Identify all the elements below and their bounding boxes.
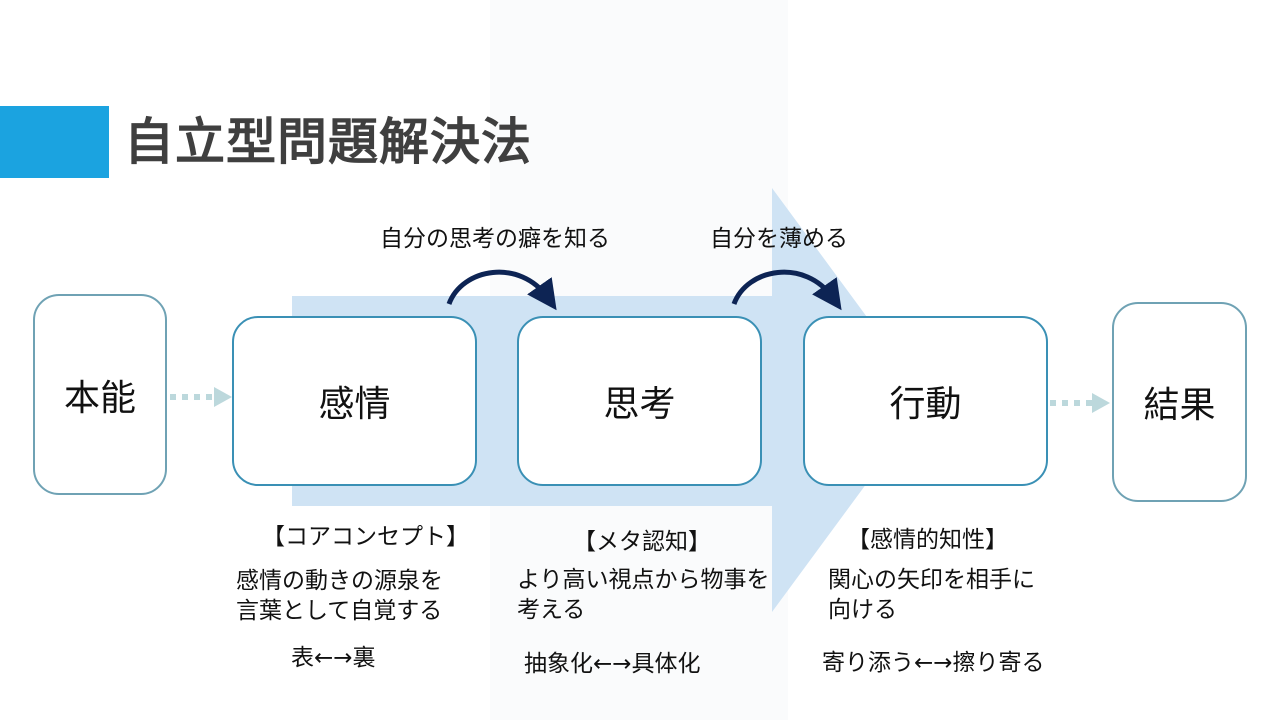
dotted-arrow-head-1 — [214, 387, 232, 407]
emotion-contrast: 表←→裏 — [291, 645, 376, 671]
emotion-heading: 【コアコンセプト】 — [262, 524, 469, 550]
box-action: 行動 — [803, 316, 1048, 486]
thought-description: より高い視点から物事を 考える — [517, 565, 770, 626]
transition-label-know-habits: 自分の思考の癖を知る — [380, 226, 610, 252]
action-description: 関心の矢印を相手に 向ける — [828, 565, 1035, 626]
curved-arrow-thought-to-action — [731, 269, 842, 311]
box-thought-label: 思考 — [603, 384, 676, 425]
dotted-arrow-head-2 — [1092, 393, 1110, 413]
curved-arrow-emotion-to-thought — [446, 269, 557, 311]
box-thought: 思考 — [517, 316, 762, 486]
thought-description-line2: 考える — [517, 597, 586, 624]
box-action-label: 行動 — [889, 384, 962, 425]
action-heading: 【感情的知性】 — [847, 527, 1008, 553]
box-emotion: 感情 — [232, 316, 477, 486]
box-instinct: 本能 — [33, 294, 167, 495]
thought-contrast: 抽象化←→具体化 — [524, 651, 701, 677]
box-result-label: 結果 — [1143, 385, 1216, 426]
thought-description-line1: より高い視点から物事を — [517, 567, 770, 593]
title-accent-bar — [0, 106, 109, 178]
emotion-description-line1: 感情の動きの源泉を — [236, 568, 443, 594]
box-instinct-label: 本能 — [63, 377, 136, 419]
emotion-description-line2: 言葉として自覚する — [236, 598, 443, 625]
emotion-description: 感情の動きの源泉を 言葉として自覚する — [236, 566, 443, 627]
action-description-line1: 関心の矢印を相手に — [828, 567, 1035, 593]
action-contrast: 寄り添う←→擦り寄る — [822, 650, 1045, 676]
transition-label-dilute-self: 自分を薄める — [710, 226, 848, 252]
box-result: 結果 — [1112, 302, 1247, 502]
page-title: 自立型問題解決法 — [124, 113, 532, 171]
thought-heading: 【メタ認知】 — [573, 529, 711, 555]
box-emotion-label: 感情 — [318, 384, 391, 425]
action-description-line2: 向ける — [828, 597, 897, 624]
